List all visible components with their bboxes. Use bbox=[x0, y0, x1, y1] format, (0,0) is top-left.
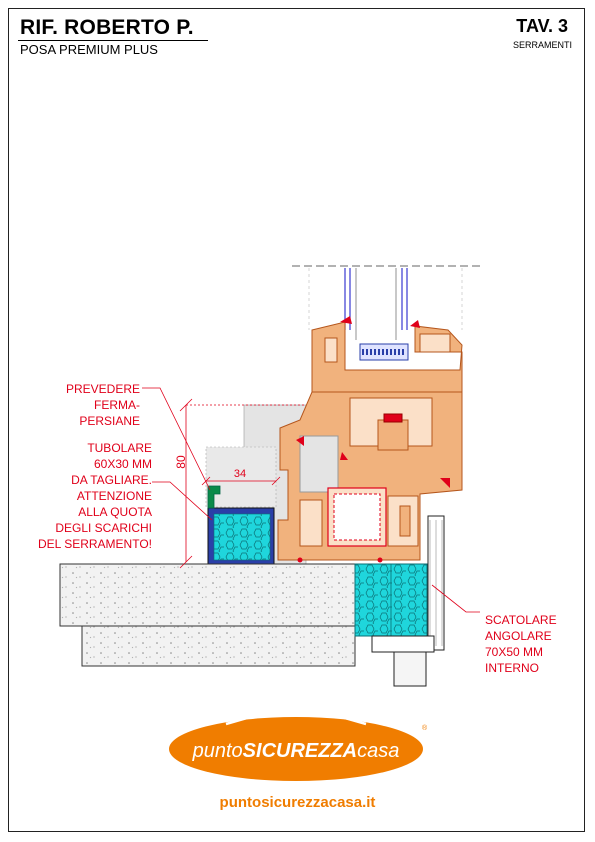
registered-mark: ® bbox=[422, 724, 428, 732]
drawing-title: RIF. ROBERTO P. bbox=[20, 16, 194, 39]
sheet-border bbox=[8, 8, 585, 832]
drawing-subtitle: POSA PREMIUM PLUS bbox=[20, 42, 158, 57]
logo-badge bbox=[169, 717, 423, 781]
dim-34-label: 34 bbox=[234, 468, 246, 480]
sheet-category: SERRAMENTI bbox=[512, 40, 572, 50]
logo-text: puntoSICUREZZAcasa bbox=[192, 740, 400, 762]
frame-profile bbox=[277, 391, 463, 561]
sheet-number: TAV. 3 bbox=[516, 16, 568, 36]
angular-box-profile bbox=[371, 515, 445, 687]
dim-80-label: 80 bbox=[174, 455, 188, 469]
concrete-sill bbox=[59, 563, 356, 627]
dimension-80 bbox=[179, 398, 306, 569]
note-tubolare: TUBOLARE 60X30 MM DA TAGLIARE. ATTENZION… bbox=[37, 441, 152, 551]
note-scatolare: SCATOLARE ANGOLARE 70X50 MM INTERNO bbox=[485, 613, 557, 675]
concrete-base bbox=[81, 625, 356, 667]
note-ferma-persiane: PREVEDERE FERMA-PERSIANE bbox=[65, 382, 140, 428]
roof-icon bbox=[225, 702, 367, 726]
gaskets bbox=[296, 316, 450, 563]
sash-profile bbox=[311, 321, 463, 393]
website-url: puntosicurezzacasa.it bbox=[219, 794, 376, 811]
title-underline bbox=[18, 40, 208, 41]
shutter-stop bbox=[207, 485, 221, 509]
tubular-profile bbox=[207, 485, 275, 565]
reveal-block bbox=[205, 446, 277, 508]
leader-lines bbox=[142, 387, 480, 613]
